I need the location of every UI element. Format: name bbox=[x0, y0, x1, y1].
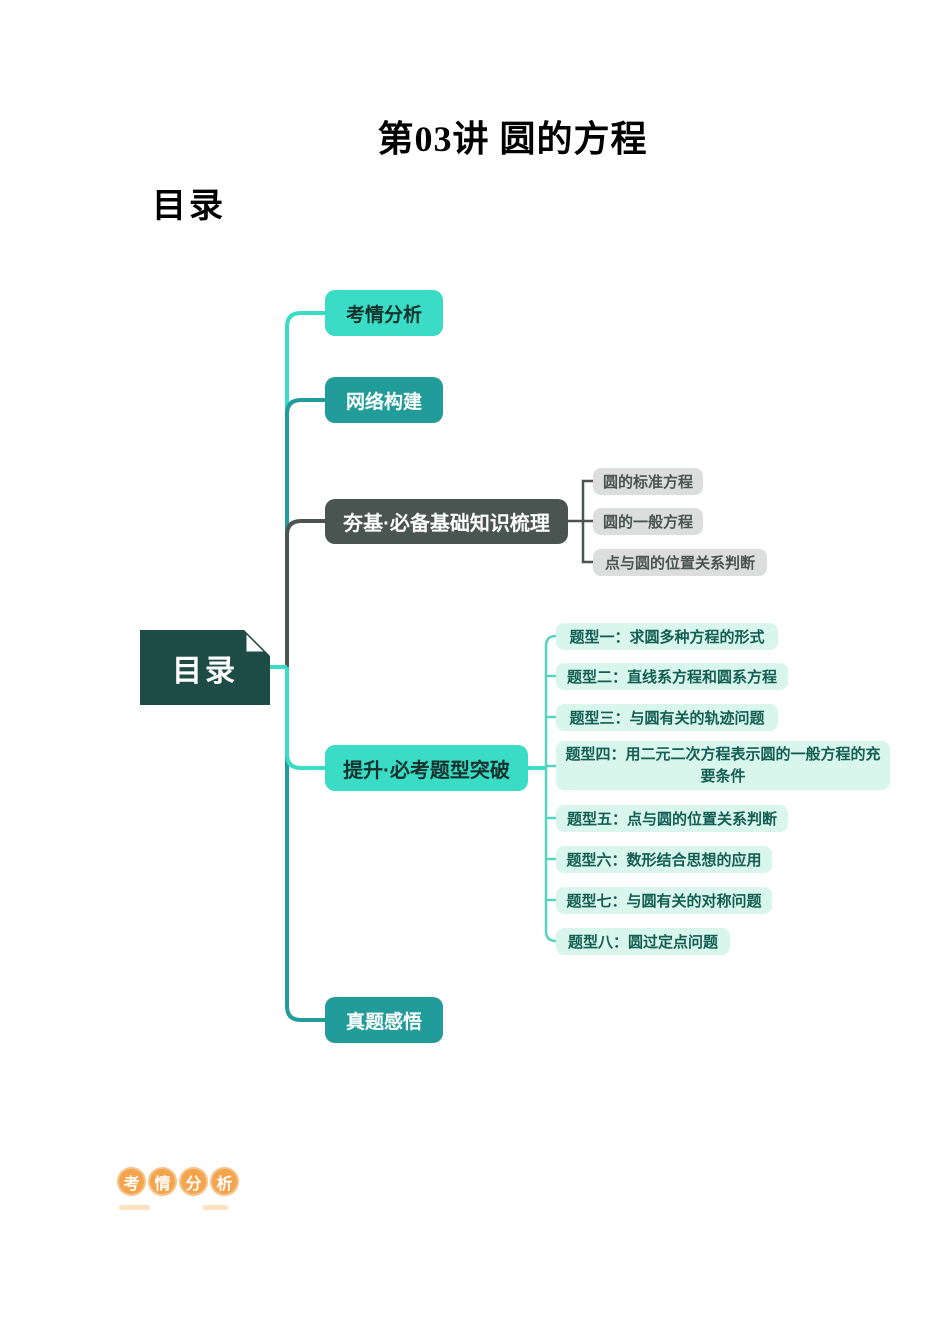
folded-corner-icon bbox=[242, 630, 270, 658]
branch-label: 夯基·必备基础知识梳理 bbox=[343, 513, 550, 535]
branch-network-construction: 网络构建 bbox=[325, 377, 443, 423]
badge-underline bbox=[203, 1205, 228, 1210]
question-type-item: 题型二：直线系方程和圆系方程 bbox=[556, 663, 788, 690]
question-type-item: 题型四：用二元二次方程表示圆的一般方程的充要条件 bbox=[556, 741, 890, 790]
branch-label: 真题感悟 bbox=[345, 1011, 422, 1033]
page-title: 第03讲 圆的方程 bbox=[377, 119, 648, 159]
badge-underline bbox=[119, 1205, 150, 1210]
branch-question-type-breakthrough: 提升·必考题型突破 bbox=[325, 745, 528, 791]
badge-char-circle: 析 bbox=[210, 1167, 239, 1196]
knowledge-item: 点与圆的位置关系判断 bbox=[593, 549, 767, 576]
toc-heading: 目录 bbox=[152, 188, 226, 225]
branch-exam-analysis: 考情分析 bbox=[325, 290, 443, 336]
question-type-item: 题型三：与圆有关的轨迹问题 bbox=[556, 704, 778, 731]
question-type-item: 题型六：数形结合思想的应用 bbox=[556, 846, 772, 873]
question-type-item: 题型一：求圆多种方程的形式 bbox=[556, 623, 778, 650]
question-type-item: 题型七：与圆有关的对称问题 bbox=[556, 887, 772, 914]
mindmap-root-node: 目录 bbox=[140, 630, 270, 705]
branch-label: 网络构建 bbox=[345, 391, 422, 413]
badge-char-circle: 分 bbox=[179, 1167, 208, 1196]
question-type-item: 题型五：点与圆的位置关系判断 bbox=[556, 805, 788, 832]
branch-real-exam-insight: 真题感悟 bbox=[325, 997, 443, 1043]
knowledge-item: 圆的一般方程 bbox=[593, 508, 703, 535]
question-type-item: 题型八：圆过定点问题 bbox=[556, 928, 730, 955]
root-label: 目录 bbox=[172, 654, 238, 688]
badge-char-circle: 情 bbox=[148, 1167, 177, 1196]
section-badge-exam-analysis: 考 情 分 析 bbox=[117, 1167, 239, 1196]
branch-foundation-knowledge: 夯基·必备基础知识梳理 bbox=[325, 499, 568, 544]
branch-label: 考情分析 bbox=[345, 304, 422, 326]
badge-char-circle: 考 bbox=[117, 1167, 146, 1196]
branch-label: 提升·必考题型突破 bbox=[343, 759, 510, 782]
knowledge-item: 圆的标准方程 bbox=[593, 468, 703, 495]
